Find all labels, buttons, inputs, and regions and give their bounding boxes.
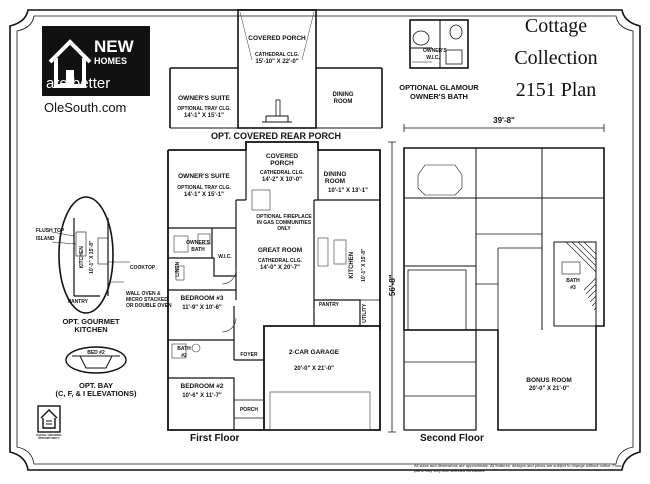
sheet-border xyxy=(9,9,641,471)
front-porch: PORCH xyxy=(239,407,259,413)
utility: UTILITY xyxy=(361,303,368,323)
equal-housing-2: OPPORTUNITY xyxy=(38,436,60,440)
rear-porch-caption: OPT. COVERED REAR PORCH xyxy=(210,131,342,141)
bedroom-2-dims: 10'-6" X 11'-7" xyxy=(182,393,222,399)
fireplace-note-3: ONLY xyxy=(277,226,291,232)
bedroom-3-dims: 11'-9" X 10'-6" xyxy=(182,305,222,311)
rear-porch-plan xyxy=(169,9,383,129)
gourmet-kitchen-dims: 10'-1" X 15'-8" xyxy=(88,240,95,274)
rear-owners-suite: OWNER'S SUITE xyxy=(178,95,230,102)
title-line-2: Collection xyxy=(514,47,598,69)
glamour-closet: OWNER'S W.I.C. xyxy=(423,48,447,61)
rear-covered-porch: COVERED PORCH xyxy=(248,35,306,42)
foyer: FOYER xyxy=(240,352,258,358)
garage-dims: 20'-0" X 21'-0" xyxy=(294,366,334,372)
bath-2: BATH #2 xyxy=(177,346,191,359)
equal-housing-1: EQUAL HOUSING xyxy=(36,433,62,437)
title-line-3: 2151 Plan xyxy=(515,79,597,101)
bay-caption-2: (C, F, & I ELEVATIONS) xyxy=(55,389,137,398)
depth-dimension: 56'-8" xyxy=(387,274,397,297)
bath-3: BATH #3 xyxy=(566,278,580,291)
dining-dims: 10'-1" X 13'-1" xyxy=(328,188,368,194)
owners-suite: OWNER'S SUITE xyxy=(178,173,230,180)
glamour-bath-plan xyxy=(409,19,469,69)
width-dimension: 39'-8" xyxy=(493,116,515,125)
gourmet-kitchen-plan xyxy=(51,196,130,314)
rear-dining: DINING ROOM xyxy=(332,92,354,105)
bay-bed: BED #2 xyxy=(87,350,105,356)
rear-suite-dims: 14'-1" X 15'-1" xyxy=(184,113,224,119)
bonus-room: BONUS ROOM xyxy=(526,377,572,384)
first-floor-label: First Floor xyxy=(190,433,240,444)
great-dims: 14'-0" X 20'-7" xyxy=(260,265,300,271)
ole-south-logo: NEW HOMES are better OleSouth.com xyxy=(42,26,150,126)
covered-porch: COVERED PORCH xyxy=(265,153,299,167)
fireplace-note-2: IN GAS COMMUNITIES xyxy=(256,220,312,226)
logo-new: NEW xyxy=(94,37,134,56)
second-floor-label: Second Floor xyxy=(420,433,484,444)
porch-dims: 14'-2" X 10'-0" xyxy=(262,177,302,183)
gourmet-caption-1: OPT. GOURMET xyxy=(62,317,120,326)
walk-in-closet: W.I.C. xyxy=(218,254,232,260)
garage: 2-CAR GARAGE xyxy=(288,349,340,356)
bay-caption-1: OPT. BAY xyxy=(79,381,113,390)
equal-housing-logo xyxy=(37,405,61,433)
logo-tagline: are better xyxy=(46,75,111,92)
fireplace-note-1: OPTIONAL FIREPLACE xyxy=(256,214,312,220)
glamour-caption-2: OWNER'S BATH xyxy=(410,92,468,101)
great-ceiling: CATHEDRAL CLG. xyxy=(258,258,302,264)
rear-porch-dims: 15'-10" X 22'-0" xyxy=(255,59,299,65)
owners-dims: 14'-1" X 15'-1" xyxy=(184,192,224,198)
oven-2: MICRO STACKED xyxy=(126,297,168,303)
logo-homes: HOMES xyxy=(94,56,128,66)
logo-url: OleSouth.com xyxy=(44,100,127,115)
oven-3: OR DOUBLE OVEN xyxy=(126,303,172,309)
rear-porch-ceiling: CATHEDRAL CLG. xyxy=(255,52,299,58)
gourmet-caption-2: KITCHEN xyxy=(74,325,108,334)
flush-top-1: FLUSH TOP xyxy=(36,228,65,234)
kitchen: KITCHEN xyxy=(348,251,355,279)
title-line-1: Cottage xyxy=(524,15,588,37)
gourmet-pantry: PANTRY xyxy=(68,299,88,305)
bay-plan xyxy=(65,346,127,374)
flush-top-2: ISLAND xyxy=(36,236,55,242)
kitchen-dims: 10'-1" X 15'-8" xyxy=(360,248,367,282)
second-floor-plan xyxy=(403,147,605,431)
house-icon xyxy=(42,26,150,96)
glamour-caption-1: OPTIONAL GLAMOUR xyxy=(399,83,479,92)
dining-room: DINING ROOM xyxy=(323,171,347,185)
bedroom-2: BEDROOM #2 xyxy=(180,383,224,390)
owners-tray: OPTIONAL TRAY CLG. xyxy=(177,185,231,191)
linen: LINEN xyxy=(174,261,181,277)
great-room: GREAT ROOM xyxy=(257,247,303,254)
oven-1: WALL OVEN & xyxy=(126,291,161,297)
bonus-dims: 20'-0" X 21'-0" xyxy=(529,386,569,392)
pantry: PANTRY xyxy=(319,302,339,308)
cooktop: COOKTOP xyxy=(130,265,156,271)
rear-tray-ceiling: OPTIONAL TRAY CLG. xyxy=(177,106,231,112)
porch-ceiling: CATHEDRAL CLG. xyxy=(260,170,304,176)
owners-bath: OWNER'S BATH xyxy=(186,240,210,253)
gourmet-kitchen: KITCHEN xyxy=(78,246,85,269)
disclaimer: All sizes and dimensions are approximate… xyxy=(414,463,622,473)
bedroom-3: BEDROOM #3 xyxy=(180,295,224,302)
